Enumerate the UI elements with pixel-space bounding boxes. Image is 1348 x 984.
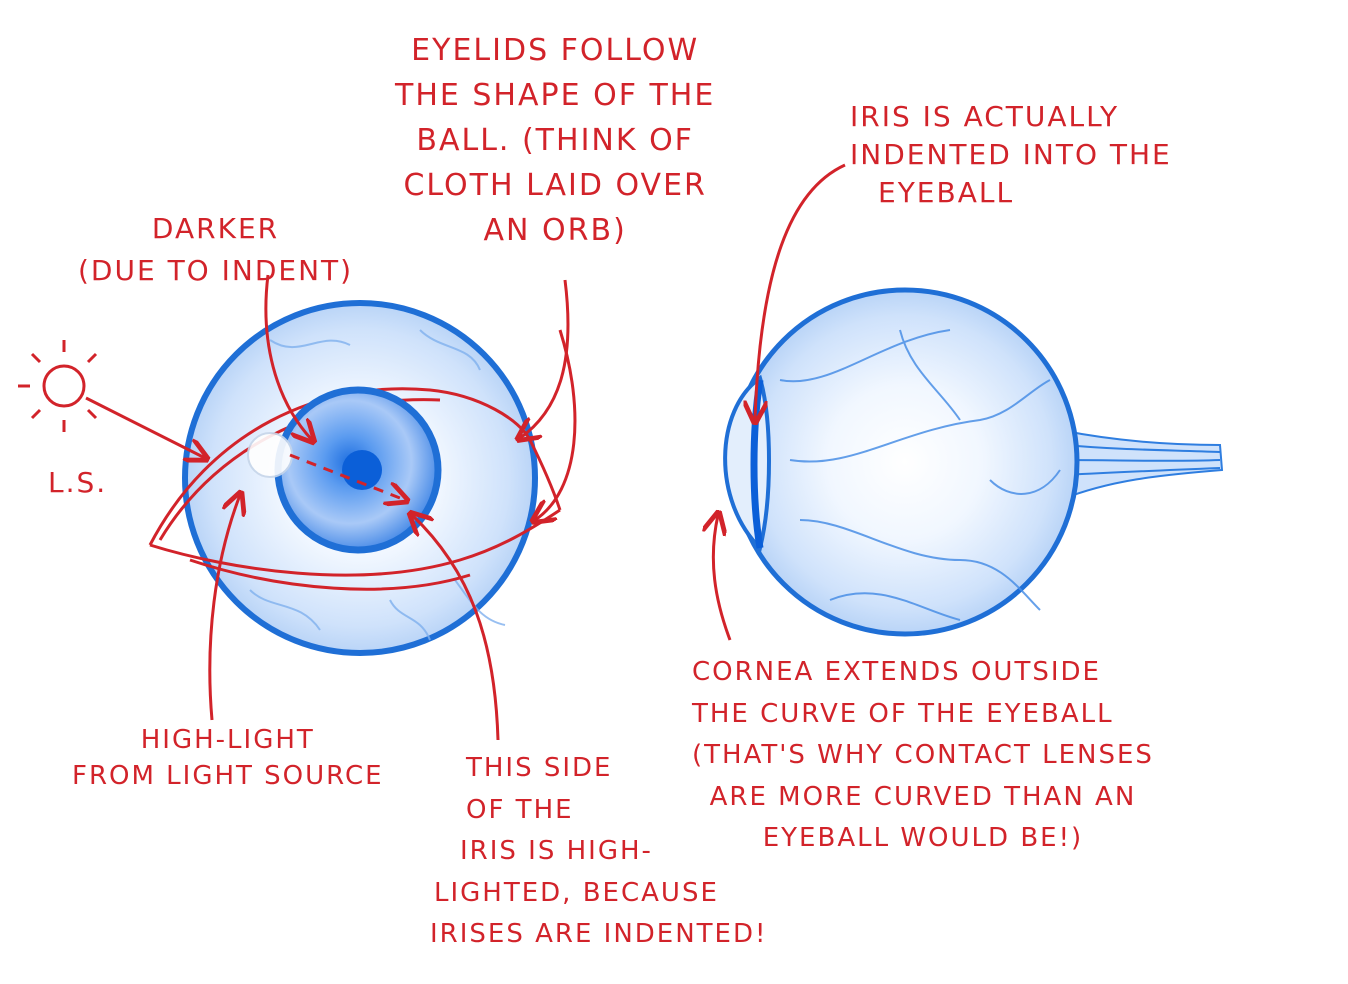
optic-nerve — [1060, 430, 1222, 500]
note-iris-line-1: IRIS IS ACTUALLY — [850, 98, 1172, 136]
note-cornea-line-3: (THAT'S WHY CONTACT LENSES — [692, 735, 1154, 777]
note-iris-line-3: EYEBALL — [850, 174, 1172, 212]
note-iris-line-2: INDENTED INTO THE — [850, 136, 1172, 174]
highlight-spot — [248, 433, 292, 477]
note-cornea-line-5: EYEBALL WOULD BE!) — [692, 818, 1154, 860]
note-highlight: HIGH-LIGHT FROM LIGHT SOURCE — [72, 722, 384, 795]
note-eyelids-line-4: CLOTH LAID OVER — [395, 163, 715, 208]
note-this-side-line-5: IRISES ARE INDENTED! — [430, 914, 767, 956]
note-cornea-line-1: CORNEA EXTENDS OUTSIDE — [692, 652, 1154, 694]
arrow-cornea — [713, 515, 730, 640]
sun-icon — [18, 340, 96, 432]
arrow-eyelid-lower — [535, 330, 575, 520]
note-light-source: L.S. — [48, 462, 107, 504]
note-eyelids: EYELIDS FOLLOW THE SHAPE OF THE BALL. (T… — [395, 28, 715, 253]
note-darker-line-2: (DUE TO INDENT) — [78, 250, 353, 292]
light-source-label: L.S. — [48, 462, 107, 504]
note-highlight-line-2: FROM LIGHT SOURCE — [72, 758, 384, 794]
note-darker: DARKER (DUE TO INDENT) — [78, 208, 353, 292]
side-eyeball — [725, 290, 1222, 634]
note-eyelids-line-3: BALL. (THINK OF — [395, 118, 715, 163]
note-eyelids-line-2: THE SHAPE OF THE — [395, 73, 715, 118]
note-this-side-line-4: LIGHTED, BECAUSE — [430, 873, 767, 915]
note-cornea: CORNEA EXTENDS OUTSIDE THE CURVE OF THE … — [692, 652, 1154, 860]
note-eyelids-line-1: EYELIDS FOLLOW — [395, 28, 715, 73]
front-eyeball — [150, 303, 560, 653]
note-cornea-line-4: ARE MORE CURVED THAN AN — [692, 777, 1154, 819]
note-highlight-line-1: HIGH-LIGHT — [72, 722, 384, 758]
arrow-eyelid-upper — [520, 280, 568, 438]
cornea — [725, 378, 769, 548]
note-darker-line-1: DARKER — [78, 208, 353, 250]
note-cornea-line-2: THE CURVE OF THE EYEBALL — [692, 694, 1154, 736]
note-eyelids-line-5: AN ORB) — [395, 208, 715, 253]
arrow-light-ray — [86, 398, 205, 458]
note-iris-indented: IRIS IS ACTUALLY INDENTED INTO THE EYEBA… — [850, 98, 1172, 211]
